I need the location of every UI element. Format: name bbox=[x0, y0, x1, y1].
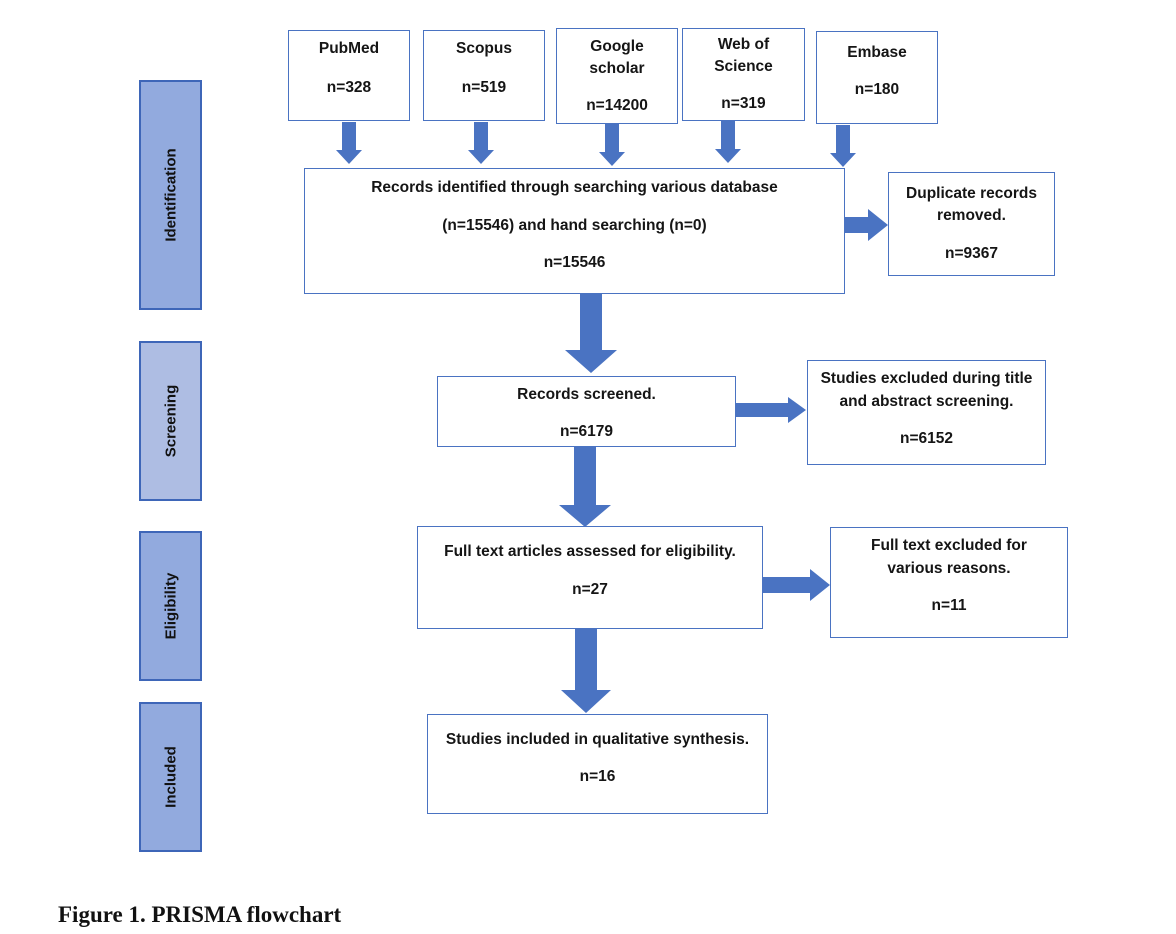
database-name: Google scholar bbox=[589, 38, 645, 77]
database-box-scopus: Scopus n=519 bbox=[423, 30, 545, 121]
fulltext-assessed-box: Full text articles assessed for eligibil… bbox=[417, 526, 763, 629]
database-count: n=14200 bbox=[586, 97, 648, 114]
database-count: n=319 bbox=[721, 95, 766, 112]
arrow-down-fulltext bbox=[559, 446, 611, 527]
database-count: n=180 bbox=[854, 81, 900, 98]
identified-count: n=15546 bbox=[543, 254, 606, 271]
included-count: n=16 bbox=[579, 768, 616, 785]
excluded-fulltext-count: n=11 bbox=[931, 597, 967, 614]
arrow-right-excluded-screening bbox=[735, 397, 806, 423]
duplicates-line1: Duplicate records bbox=[906, 185, 1037, 202]
figure-caption: Figure 1. PRISMA flowchart bbox=[58, 902, 342, 927]
duplicates-count: n=9367 bbox=[944, 245, 998, 262]
duplicates-removed-box: Duplicate records removed. n=9367 bbox=[888, 172, 1055, 276]
studies-included-box: Studies included in qualitative synthesi… bbox=[427, 714, 768, 814]
excluded-screening-count: n=6152 bbox=[899, 430, 953, 447]
screened-label: Records screened. bbox=[517, 386, 656, 403]
database-count: n=328 bbox=[326, 79, 372, 96]
arrow-down-screened bbox=[565, 294, 617, 373]
fulltext-count: n=27 bbox=[572, 581, 608, 598]
stage-eligibility: Eligibility bbox=[139, 531, 202, 681]
records-screened-box: Records screened. n=6179 bbox=[437, 376, 736, 447]
arrow-right-excluded-fulltext bbox=[762, 569, 830, 601]
stage-identification: Identification bbox=[139, 80, 202, 310]
excluded-screening-line2: and abstract screening. bbox=[839, 393, 1014, 410]
arrow-down-scopus bbox=[468, 122, 494, 164]
database-box-google-scholar: Google scholar n=14200 bbox=[556, 28, 678, 124]
database-box-embase: Embase n=180 bbox=[816, 31, 938, 124]
identified-line2: (n=15546) and hand searching (n=0) bbox=[442, 217, 707, 234]
arrow-down-pubmed bbox=[336, 122, 362, 164]
database-name: Web of Science bbox=[714, 36, 773, 75]
duplicates-line2: removed. bbox=[937, 207, 1006, 224]
arrow-down-embase bbox=[830, 125, 856, 167]
records-identified-box: Records identified through searching var… bbox=[304, 168, 845, 294]
stage-screening: Screening bbox=[139, 341, 202, 501]
database-name: PubMed bbox=[318, 40, 380, 57]
screened-count: n=6179 bbox=[559, 423, 613, 440]
included-label: Studies included in qualitative synthesi… bbox=[445, 731, 750, 748]
excluded-screening-box: Studies excluded during title and abstra… bbox=[807, 360, 1046, 465]
excluded-fulltext-line1: Full text excluded for bbox=[871, 537, 1027, 554]
identified-line1: Records identified through searching var… bbox=[371, 179, 778, 196]
excluded-screening-line1: Studies excluded during title bbox=[820, 370, 1033, 387]
database-name: Embase bbox=[847, 44, 907, 61]
excluded-fulltext-box: Full text excluded for various reasons. … bbox=[830, 527, 1068, 638]
fulltext-label: Full text articles assessed for eligibil… bbox=[444, 543, 736, 560]
database-box-pubmed: PubMed n=328 bbox=[288, 30, 410, 121]
database-count: n=519 bbox=[461, 79, 507, 96]
arrow-right-duplicates bbox=[845, 209, 888, 241]
arrow-down-wos bbox=[715, 121, 741, 163]
database-name: Scopus bbox=[456, 40, 512, 57]
arrow-down-google bbox=[599, 124, 625, 166]
database-box-web-of-science: Web of Science n=319 bbox=[682, 28, 805, 121]
excluded-fulltext-line2: various reasons. bbox=[887, 560, 1011, 577]
stage-included: Included bbox=[139, 702, 202, 852]
arrow-down-included bbox=[561, 629, 611, 713]
